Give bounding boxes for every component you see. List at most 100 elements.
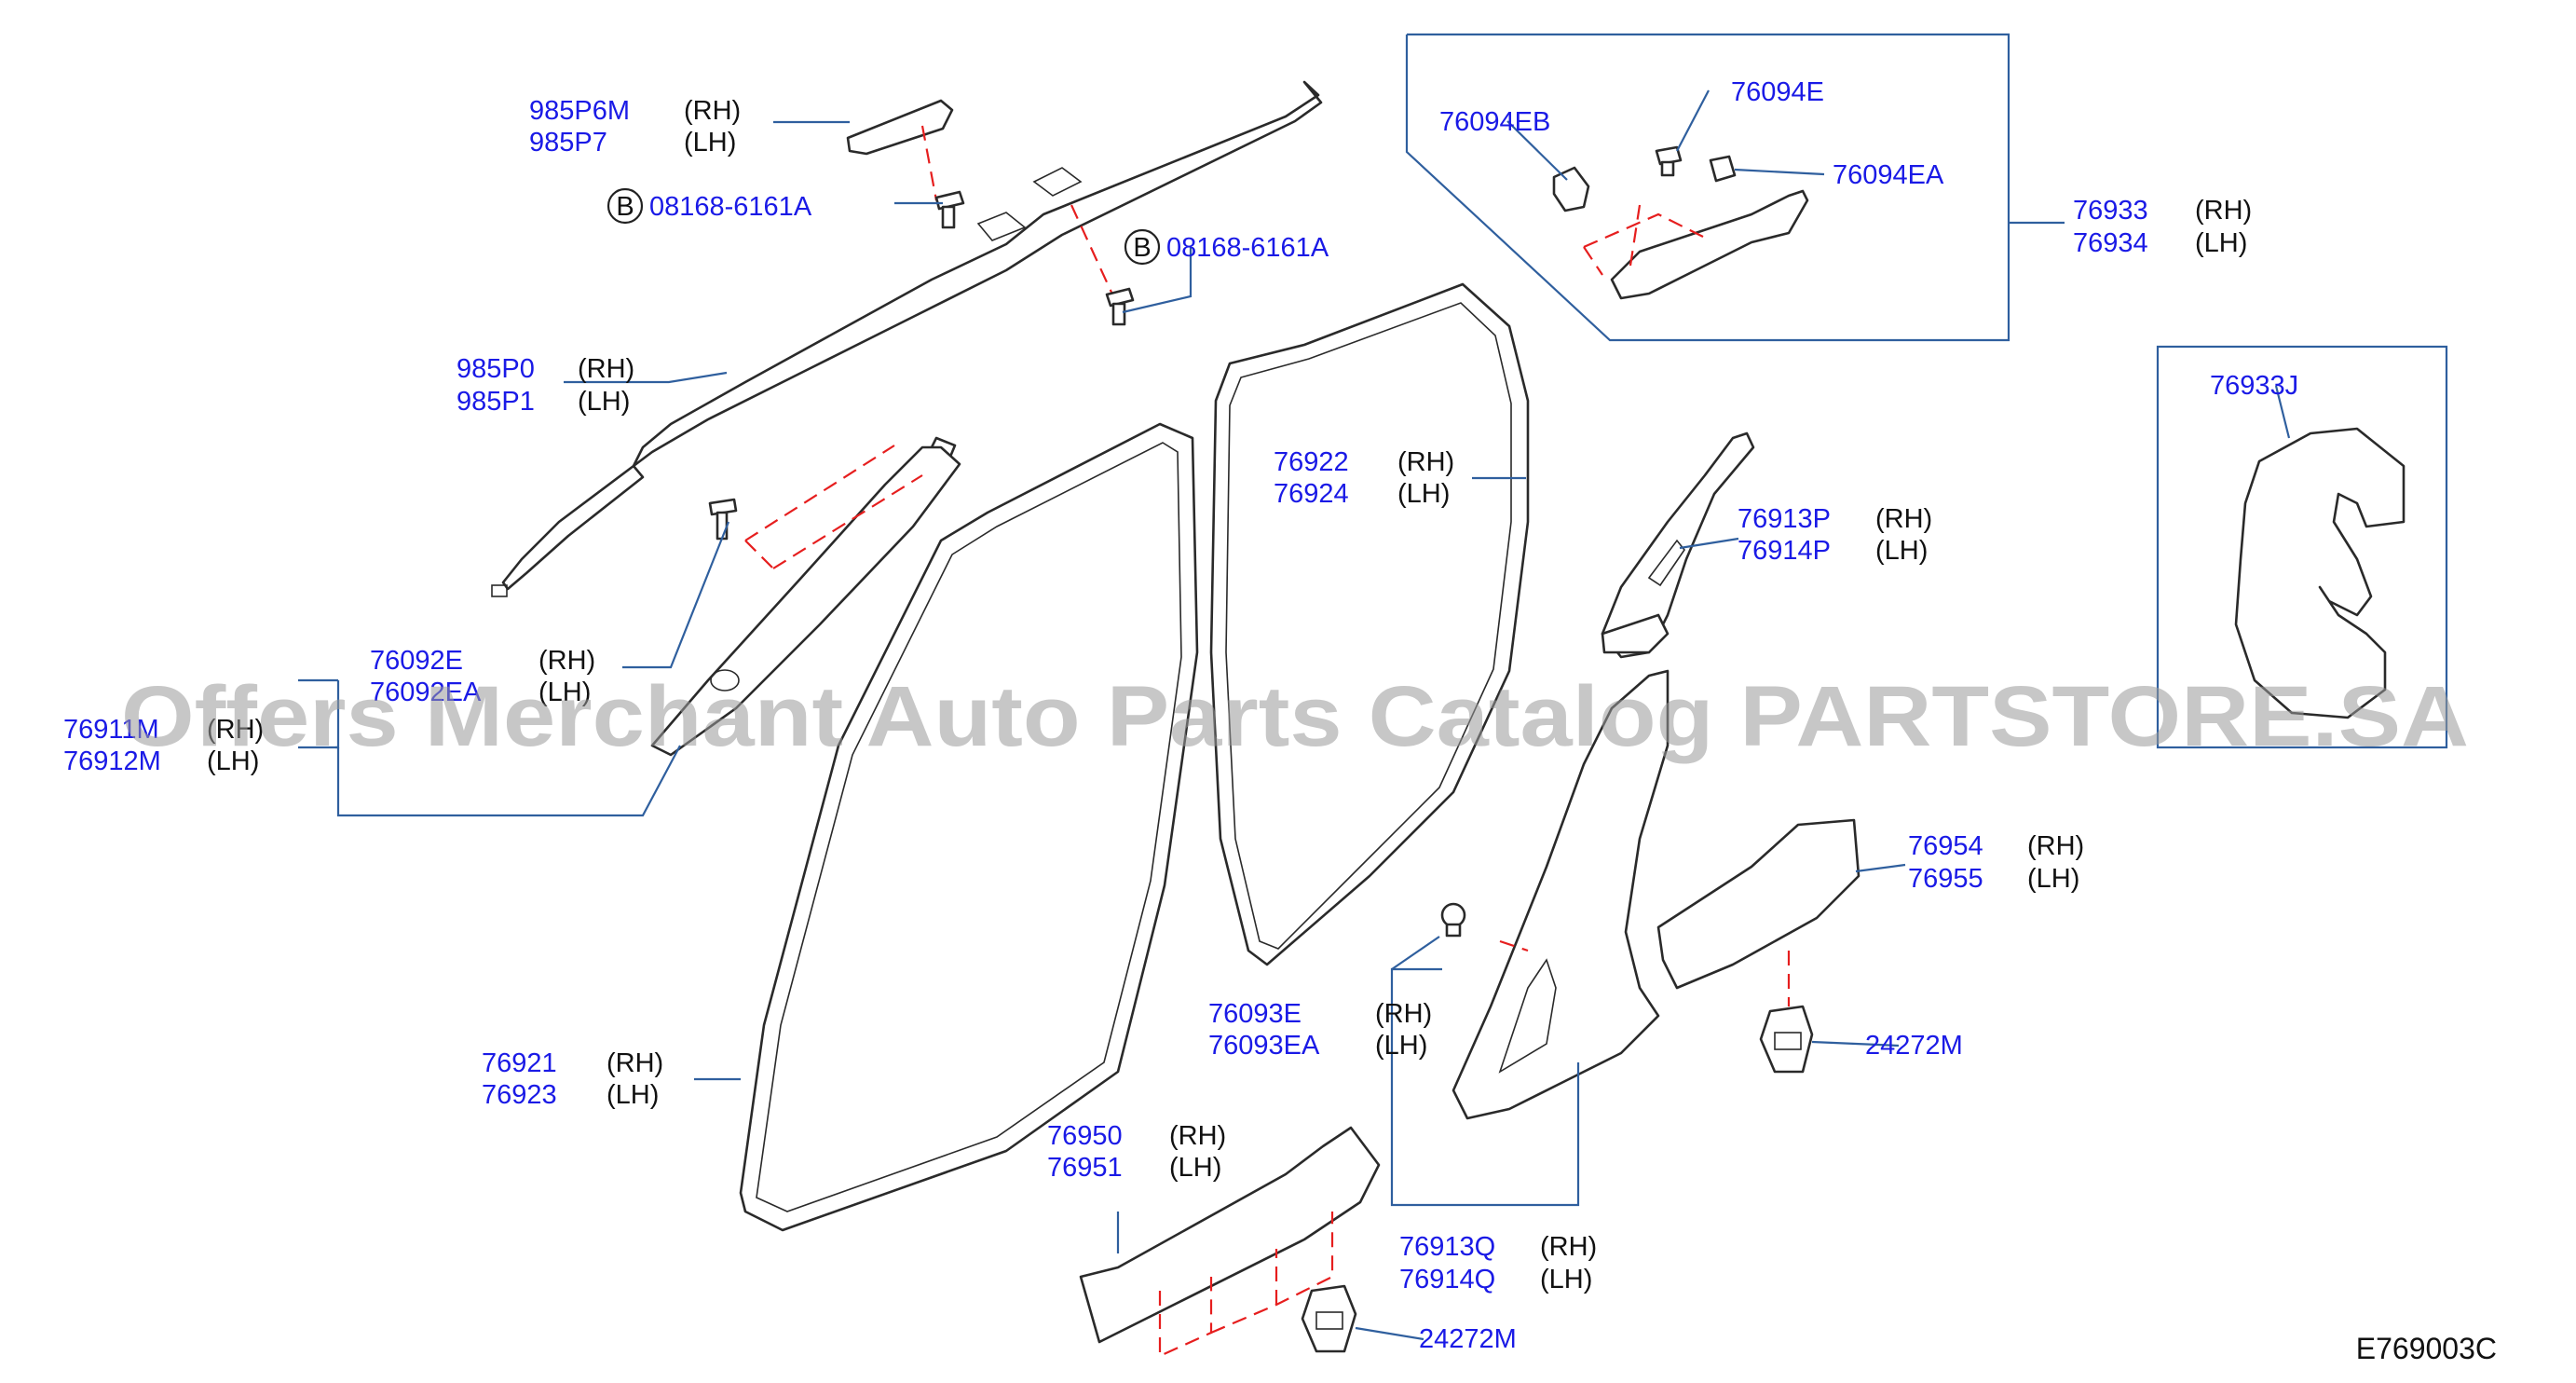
callout-76950[interactable]: 76950 76951 (RH) (LH)	[1047, 1121, 1226, 1183]
svg-text:(LH): (LH)	[578, 387, 630, 417]
svg-text:76094E: 76094E	[1731, 77, 1824, 107]
svg-text:(LH): (LH)	[607, 1080, 659, 1110]
callout-76933[interactable]: 76933 76934 (RH) (LH)	[2073, 196, 2252, 258]
detail-box-76933	[1405, 33, 2065, 342]
callout-76913q[interactable]: 76913Q 76914Q (RH) (LH)	[1399, 1232, 1597, 1294]
svg-text:76954: 76954	[1908, 831, 1983, 861]
part-76954-rear-kicking-plate	[1656, 818, 1860, 1006]
svg-text:08168-6161A: 08168-6161A	[649, 192, 812, 222]
part-76922-rear-door-weatherstrip	[1209, 282, 1530, 966]
svg-text:(LH): (LH)	[1875, 536, 1928, 566]
svg-text:76955: 76955	[1908, 864, 1983, 894]
clip-76094ea-icon	[1709, 155, 1737, 183]
callout-985p0[interactable]: 985P0 985P1 (RH) (LH)	[457, 354, 634, 417]
svg-text:76951: 76951	[1047, 1153, 1123, 1183]
clip-76094e-icon	[1655, 145, 1683, 177]
callout-76921[interactable]: 76921 76923 (RH) (LH)	[482, 1048, 663, 1110]
svg-text:76923: 76923	[482, 1080, 557, 1110]
bolt-badge-icon	[1124, 228, 1161, 266]
svg-text:76913P: 76913P	[1738, 504, 1831, 534]
svg-text:76092E: 76092E	[370, 646, 463, 676]
svg-text:76950: 76950	[1047, 1121, 1123, 1151]
svg-text:985P0: 985P0	[457, 354, 535, 384]
svg-text:76922: 76922	[1274, 447, 1349, 477]
svg-text:76914Q: 76914Q	[1399, 1265, 1495, 1294]
callout-76933j[interactable]: 76933J	[2210, 371, 2298, 401]
callout-76911m[interactable]: 76911M 76912M (RH) (LH)	[63, 715, 264, 776]
callout-76094ea[interactable]: 76094EA	[1833, 160, 1944, 190]
clip-24272m-icon	[1759, 1005, 1814, 1074]
svg-text:(RH): (RH)	[1540, 1232, 1597, 1262]
part-76933-inner-trim	[1583, 189, 1809, 300]
diagram-code: E769003C	[2356, 1332, 2497, 1365]
svg-text:(LH): (LH)	[2195, 228, 2247, 258]
svg-text:(LH): (LH)	[684, 128, 736, 157]
svg-text:(RH): (RH)	[2027, 831, 2084, 861]
clip-24272m-icon	[1301, 1284, 1357, 1353]
svg-text:76933: 76933	[2073, 196, 2148, 226]
callout-76093e[interactable]: 76093E 76093EA (RH) (LH)	[1208, 999, 1432, 1061]
bolt-badge-icon	[607, 187, 644, 225]
svg-text:76914P: 76914P	[1738, 536, 1831, 566]
svg-text:(LH): (LH)	[1540, 1265, 1592, 1294]
bolt-icon	[1105, 287, 1135, 326]
callout-24272m-upper[interactable]: 24272M	[1865, 1031, 1963, 1061]
leader-lines	[298, 89, 2291, 1341]
part-76950-front-kicking-plate	[1079, 1126, 1381, 1358]
svg-text:76093E: 76093E	[1208, 999, 1302, 1029]
svg-text:985P6M: 985P6M	[529, 96, 630, 126]
svg-text:76092EA: 76092EA	[370, 678, 482, 707]
callout-76094eb[interactable]: 76094EB	[1439, 107, 1550, 137]
part-985p0-curtain-airbag	[491, 80, 1323, 597]
svg-text:(RH): (RH)	[578, 354, 634, 384]
part-76913p-upper-center-pillar	[1601, 431, 1755, 659]
svg-text:(RH): (RH)	[2195, 196, 2252, 226]
callout-76922[interactable]: 76922 76924 (RH) (LH)	[1274, 447, 1454, 509]
svg-text:76094EB: 76094EB	[1439, 107, 1550, 137]
svg-text:(LH): (LH)	[1169, 1153, 1221, 1183]
callout-08168-6161a-upper[interactable]: B 08168-6161A	[607, 187, 812, 225]
svg-text:(RH): (RH)	[684, 96, 741, 126]
part-76911m-front-pillar-trim	[650, 436, 961, 757]
clip-icon	[1440, 902, 1529, 952]
svg-text:24272M: 24272M	[1865, 1031, 1963, 1061]
part-76921-front-door-weatherstrip	[739, 422, 1199, 1232]
svg-text:(LH): (LH)	[207, 746, 259, 776]
svg-text:76933J: 76933J	[2210, 371, 2298, 401]
svg-text:76911M: 76911M	[63, 715, 159, 745]
svg-text:76924: 76924	[1274, 479, 1349, 509]
svg-text:(LH): (LH)	[1375, 1031, 1427, 1061]
svg-text:(LH): (LH)	[1397, 479, 1450, 509]
callout-76913p[interactable]: 76913P 76914P (RH) (LH)	[1738, 504, 1932, 566]
part-985p6m-bracket	[846, 99, 954, 201]
svg-text:(RH): (RH)	[1169, 1121, 1226, 1151]
svg-text:08168-6161A: 08168-6161A	[1166, 233, 1329, 263]
part-76913q-lower-center-pillar	[1452, 669, 1670, 1120]
callout-76092e[interactable]: 76092E 76092EA (RH) (LH)	[370, 646, 595, 707]
svg-text:(LH): (LH)	[538, 678, 591, 707]
svg-text:24272M: 24272M	[1419, 1324, 1517, 1354]
svg-text:(RH): (RH)	[607, 1048, 663, 1078]
svg-text:(RH): (RH)	[1397, 447, 1454, 477]
svg-text:76094EA: 76094EA	[1833, 160, 1944, 190]
svg-text:(RH): (RH)	[1375, 999, 1432, 1029]
svg-text:76913Q: 76913Q	[1399, 1232, 1495, 1262]
svg-text:76912M: 76912M	[63, 746, 161, 776]
callout-76094e[interactable]: 76094E	[1731, 77, 1824, 107]
svg-text:(LH): (LH)	[2027, 864, 2079, 894]
part-76933j-pad	[2234, 427, 2406, 719]
clip-icon	[708, 498, 738, 541]
svg-text:76934: 76934	[2073, 228, 2148, 258]
svg-text:B: B	[616, 192, 634, 222]
svg-text:985P7: 985P7	[529, 128, 607, 157]
watermark-text: Offers Merchant Auto Parts Catalog PARTS…	[121, 669, 2469, 764]
svg-text:76921: 76921	[482, 1048, 557, 1078]
detail-box-76933j	[2156, 345, 2448, 749]
callout-08168-6161a-lower[interactable]: B 08168-6161A	[1124, 228, 1329, 266]
svg-text:(RH): (RH)	[538, 646, 595, 676]
callout-985p6m[interactable]: 985P6M 985P7 (RH) (LH)	[529, 96, 741, 157]
svg-text:(RH): (RH)	[207, 715, 264, 745]
callout-76954[interactable]: 76954 76955 (RH) (LH)	[1908, 831, 2084, 894]
callout-24272m-lower[interactable]: 24272M	[1419, 1324, 1517, 1354]
